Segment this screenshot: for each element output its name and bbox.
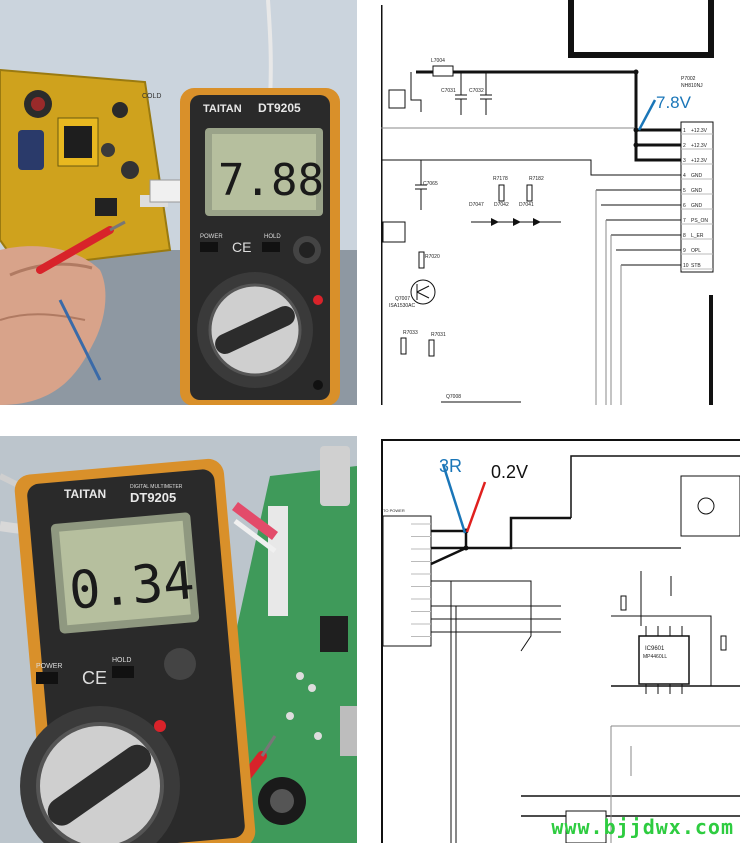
ref-l7004: L7004 [431,58,445,64]
pin-label: OPL [691,248,701,254]
pin-number: 1 [683,128,686,134]
pin-number: 7 [683,218,686,224]
multimeter: TAITAN DT9205 7.88 POWER CE HOLD [180,88,340,405]
pin-number: 9 [683,248,686,254]
power-board: COLD [0,68,172,270]
pin-number: 6 [683,203,686,209]
ref-r7020: R7020 [425,254,440,260]
ref-r7182: R7182 [529,176,544,182]
power-label: POWER [36,663,62,670]
ic-ref: IC9601 [645,646,665,652]
annotation-3r: 3R [439,456,462,476]
pin-number: 10 [683,263,689,269]
connector-ref: P7002 [681,76,696,82]
photo-power-board-measurement: COLD TAITAN DT9205 7.88 POWER CE [0,0,357,405]
watermark: www.bjjdwx.com [551,815,734,839]
pin-number: 4 [683,173,686,179]
pin-label: +12.3V [691,158,708,164]
ic-part: MP4460LL [643,654,667,660]
ref-r7033: R7033 [403,330,418,336]
hold-label: HOLD [264,234,281,240]
pin-label: +12.3V [691,143,708,149]
pin-label: STB [691,263,701,269]
meter-subtitle: DIGITAL MULTIMETER [130,484,183,490]
photo-top-left: COLD TAITAN DT9205 7.88 POWER CE [0,0,357,405]
pin-number: 2 [683,143,686,149]
ref-c7031: C7031 [441,88,456,94]
ref-r7031: R7031 [431,332,446,338]
ref-d7047: D7047 [469,202,484,208]
connector-part: NH810NJ [681,83,703,89]
schematic-top-right: L7004 C7031 C7032 C7065 D7047 D7042 D704… [381,0,740,405]
pin-label: GND [691,203,703,209]
pin-label: GND [691,173,703,179]
ref-r7178: R7178 [493,176,508,182]
photo-mainboard-measurement: TAITAN DIGITAL MULTIMETER DT9205 0.34 PO… [0,436,357,843]
schematic-power-connector: L7004 C7031 C7032 C7065 D7047 D7042 D704… [381,0,714,405]
pin-number: 8 [683,233,686,239]
schematic-mainboard-input: TO POWER IC9601 MP4460LL [381,439,740,843]
meter-brand: TAITAN [64,487,106,501]
ref-c7065: C7065 [423,181,438,187]
meter-model: DT9205 [258,101,301,115]
board-cold-label: COLD [142,93,161,100]
connector-to-power: TO POWER [382,508,432,647]
meter-lcd-reading: 7.88 [218,155,324,206]
ref-c7032: C7032 [469,88,484,94]
meter-model: DT9205 [130,490,176,505]
ref-q7007: Q7007 [395,296,410,302]
meter-lcd-reading: 0.34 [67,551,197,622]
power-label: POWER [200,234,223,240]
schematic-bottom-right: TO POWER IC9601 MP4460LL [381,436,740,843]
ref-d7041: D7041 [519,202,534,208]
ref-q7008: Q7008 [446,394,461,400]
part-q7007: ISA1530AC [389,303,416,309]
photo-bottom-left: TAITAN DIGITAL MULTIMETER DT9205 0.34 PO… [0,436,357,843]
multimeter: TAITAN DIGITAL MULTIMETER DT9205 0.34 PO… [14,458,256,843]
pin-number: 3 [683,158,686,164]
voltage-annotation-7-8v: 7.8V [656,93,692,112]
pin-label: +12.3V [691,128,708,134]
pin-label: GND [691,188,703,194]
hold-label: HOLD [112,657,131,664]
pin-number: 5 [683,188,686,194]
pin-label: PS_ON [691,218,708,224]
ref-d7042: D7042 [494,202,509,208]
meter-brand: TAITAN [203,103,242,115]
ce-mark: CE [232,239,251,255]
pin-label: L_ER [691,233,704,239]
connector-to-power-label: TO POWER [383,508,405,513]
annotation-0-2v: 0.2V [491,462,528,482]
ic9601: IC9601 MP4460LL [638,626,690,694]
ce-mark: CE [82,668,107,688]
